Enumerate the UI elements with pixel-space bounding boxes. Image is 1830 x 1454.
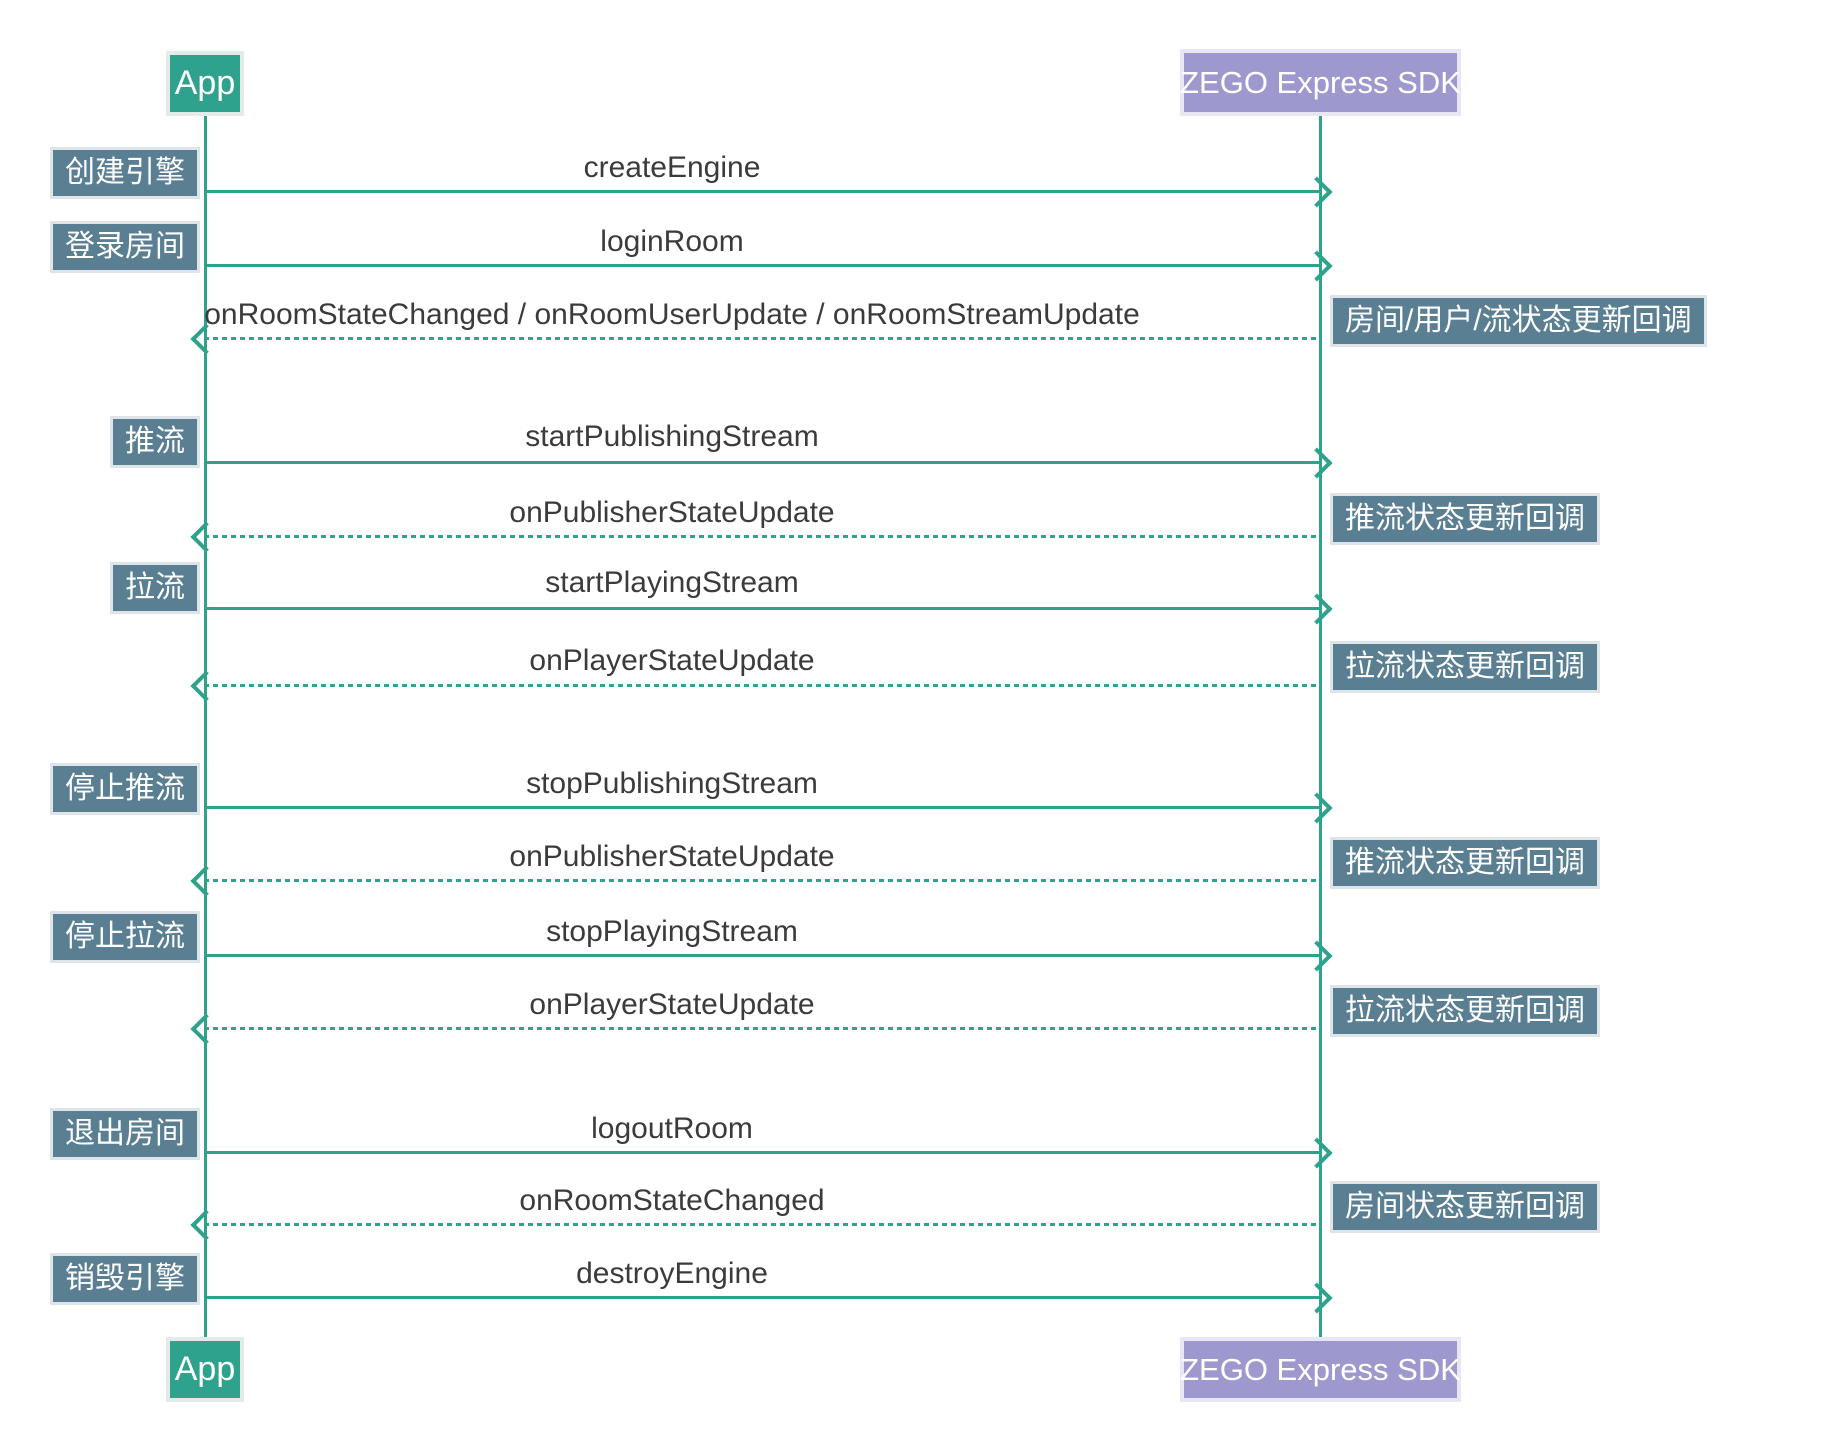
step-label-play: 拉流 <box>110 562 200 614</box>
call-arrow-create-engine <box>204 175 1333 208</box>
arrowhead-right-icon <box>1301 175 1333 208</box>
arrowhead-left-icon <box>190 1012 222 1045</box>
lifeline-app <box>204 116 207 1337</box>
arrowhead-right-icon <box>1301 592 1333 625</box>
step-label-login-room: 登录房间 <box>50 221 200 273</box>
call-label-create-engine: createEngine <box>583 151 761 184</box>
call-arrow-login-room <box>204 249 1333 282</box>
call-arrow-logout-room <box>204 1136 1333 1169</box>
callback-arrow-publisher-state-2 <box>190 864 1319 897</box>
call-label-stop-publishing: stopPublishingStream <box>526 767 818 800</box>
call-arrow-stop-publishing <box>204 791 1333 824</box>
arrowhead-right-icon <box>1301 249 1333 282</box>
step-label-stop-play: 停止拉流 <box>50 911 200 963</box>
arrowhead-right-icon <box>1301 939 1333 972</box>
callback-label-room-user-stream-update: 房间/用户/流状态更新回调 <box>1330 295 1707 347</box>
callback-text-player-state: onPlayerStateUpdate <box>529 644 815 677</box>
step-label-logout-room: 退出房间 <box>50 1108 200 1160</box>
arrowhead-left-icon <box>190 520 222 553</box>
call-label-login-room: loginRoom <box>600 225 744 258</box>
call-arrow-destroy-engine <box>204 1281 1333 1314</box>
actor-app-top: App <box>166 51 244 116</box>
call-arrow-start-playing <box>204 592 1333 625</box>
callback-arrow-room-state <box>190 1208 1319 1241</box>
callback-label-player-state: 拉流状态更新回调 <box>1330 641 1600 693</box>
call-label-stop-playing: stopPlayingStream <box>546 915 798 948</box>
arrowhead-right-icon <box>1301 1281 1333 1314</box>
step-label-destroy-engine: 销毁引擎 <box>50 1253 200 1305</box>
arrowhead-left-icon <box>190 669 222 702</box>
callback-arrow-player-state-2 <box>190 1012 1319 1045</box>
step-label-create-engine: 创建引擎 <box>50 147 200 199</box>
callback-label-publisher-state-2: 推流状态更新回调 <box>1330 837 1600 889</box>
call-arrow-stop-playing <box>204 939 1333 972</box>
arrowhead-right-icon <box>1301 446 1333 479</box>
call-label-destroy-engine: destroyEngine <box>576 1257 768 1290</box>
callback-text-player-state-2: onPlayerStateUpdate <box>529 988 815 1021</box>
arrowhead-right-icon <box>1301 791 1333 824</box>
callback-arrow-player-state <box>190 669 1319 702</box>
callback-text-publisher-state-2: onPublisherStateUpdate <box>509 840 835 873</box>
callback-text-room-updates: onRoomStateChanged / onRoomUserUpdate / … <box>204 298 1140 331</box>
actor-app-bottom: App <box>166 1337 244 1402</box>
callback-arrow-room-updates <box>190 322 1319 355</box>
callback-label-room-state: 房间状态更新回调 <box>1330 1181 1600 1233</box>
callback-label-player-state-2: 拉流状态更新回调 <box>1330 985 1600 1037</box>
callback-arrow-publisher-state <box>190 520 1319 553</box>
arrowhead-left-icon <box>190 864 222 897</box>
arrowhead-right-icon <box>1301 1136 1333 1169</box>
call-arrow-start-publishing <box>204 446 1333 479</box>
callback-text-room-state: onRoomStateChanged <box>519 1184 825 1217</box>
call-label-start-publishing: startPublishingStream <box>525 420 819 453</box>
call-label-logout-room: logoutRoom <box>591 1112 753 1145</box>
call-label-start-playing: startPlayingStream <box>545 566 799 599</box>
callback-text-publisher-state: onPublisherStateUpdate <box>509 496 835 529</box>
step-label-publish: 推流 <box>110 416 200 468</box>
callback-label-publisher-state: 推流状态更新回调 <box>1330 493 1600 545</box>
actor-sdk-top: ZEGO Express SDK <box>1180 49 1461 116</box>
step-label-stop-publish: 停止推流 <box>50 763 200 815</box>
lifeline-sdk <box>1319 115 1322 1337</box>
actor-sdk-bottom: ZEGO Express SDK <box>1180 1337 1461 1402</box>
arrowhead-left-icon <box>190 1208 222 1241</box>
